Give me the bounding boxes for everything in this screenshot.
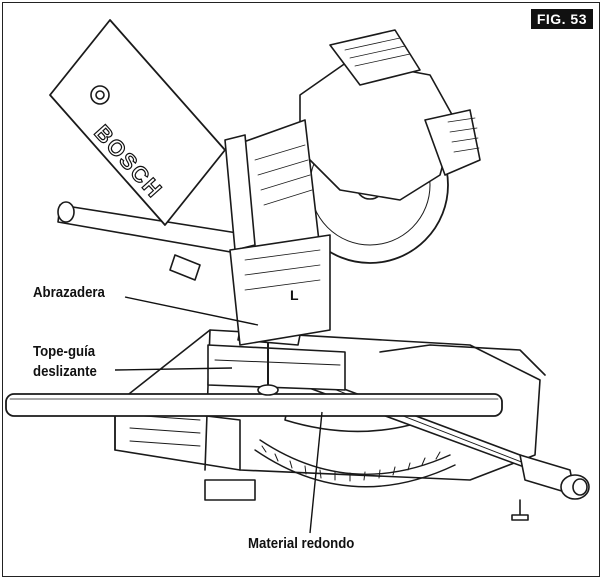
arm-housing: L bbox=[229, 234, 331, 346]
fence-label-line1: Tope-guía bbox=[33, 343, 96, 360]
sliding-fence bbox=[207, 344, 346, 391]
round-material-rod bbox=[5, 393, 503, 417]
svg-text:L: L bbox=[290, 287, 299, 303]
clamp-leader-line bbox=[124, 296, 259, 326]
fence-label-line2: deslizante bbox=[33, 363, 97, 380]
bosch-cover-panel bbox=[49, 19, 226, 226]
upper-rail bbox=[57, 201, 251, 281]
clamp-label: Abrazadera bbox=[33, 284, 105, 301]
material-label: Material redondo bbox=[248, 535, 355, 552]
figure-number-badge: FIG. 53 bbox=[530, 9, 593, 29]
material-leader-line bbox=[309, 411, 323, 534]
fence-leader-line bbox=[114, 367, 233, 371]
